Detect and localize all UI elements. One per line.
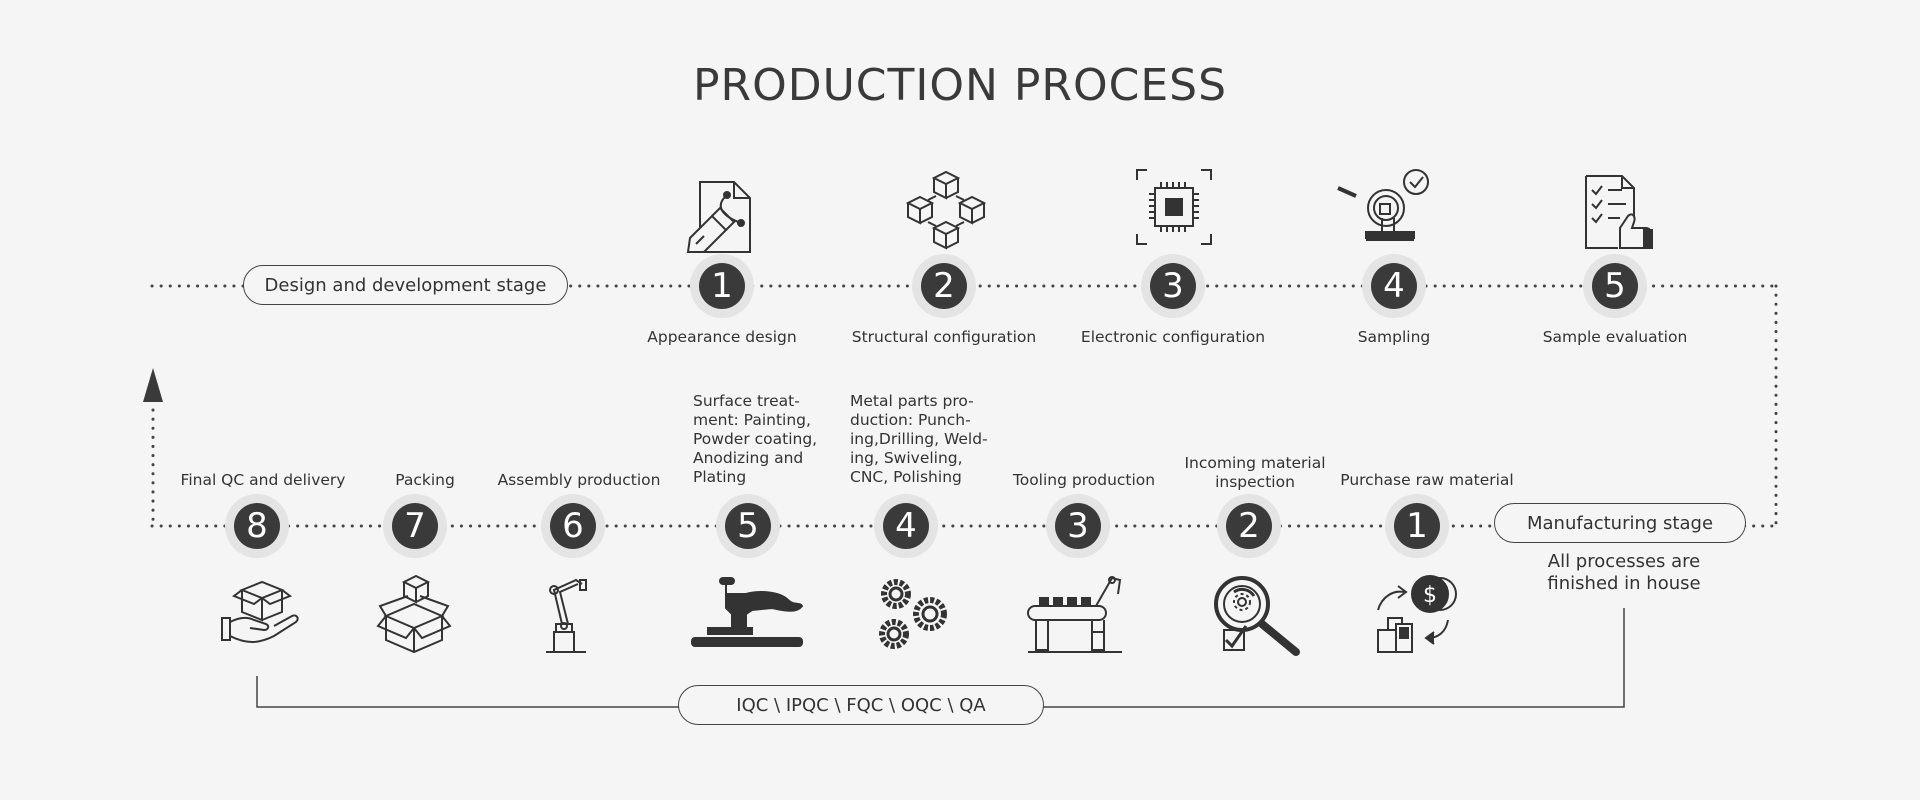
manufacturing-step-2: 2 [1217,494,1281,558]
step-number: 8 [234,503,280,549]
svg-text:$: $ [1423,583,1437,608]
manufacturing-step-6-label: Assembly production [497,471,661,489]
manufacturing-step-6: 6 [541,494,605,558]
step-number: 3 [1150,263,1196,309]
manufacturing-step-8-label: Final QC and delivery [180,471,346,489]
qc-label: IQC \ IPQC \ FQC \ OQC \ QA [736,694,986,716]
in-house-note-line-2: finished in house [1547,573,1701,594]
step-number: 4 [1371,263,1417,309]
manufacturing-step-2-label-line-1: Incoming material [1184,454,1326,472]
manufacturing-step-4: 4 [874,494,938,558]
in-house-note: All processes are finished in house [1520,551,1728,595]
manufacturing-step-5-label-line-3: Powder coating, [693,430,818,448]
step-number: 1 [1394,503,1440,549]
design-step-4: 4 [1362,254,1426,318]
up-arrow-icon [143,368,163,402]
manufacturing-step-5: 5 [716,494,780,558]
design-step-3: 3 [1141,254,1205,318]
chip-icon [1136,169,1212,245]
manufacturing-step-1: 1 [1385,494,1449,558]
manufacturing-step-4-label-line-3: ing,Drilling, Weld- [850,430,988,448]
design-step-1: 1 [690,254,754,318]
robot-arm-icon [546,578,587,653]
checklist-thumbs-up-icon [1585,175,1653,249]
manufacturing-step-5-label-line-4: Anodizing and [693,449,804,467]
step-number: 6 [550,503,596,549]
step-number: 4 [883,503,929,549]
hand-box-icon [221,580,299,643]
step-number: 2 [921,263,967,309]
manufacturing-step-7: 7 [383,494,447,558]
manufacturing-step-4-label-line-2: duction: Punch- [850,411,971,429]
manufacturing-step-5-label-line-2: ment: Painting, [693,411,811,429]
design-step-5: 5 [1583,254,1647,318]
gears-icon [879,579,947,649]
step-number: 1 [699,263,745,309]
manufacturing-step-4-label-line-5: CNC, Polishing [850,468,962,486]
step-number: 5 [1592,263,1638,309]
design-step-1-label: Appearance design [647,328,797,346]
manufacturing-step-3: 3 [1046,494,1110,558]
magnifier-sample-check-icon [1337,169,1429,241]
step-number: 7 [392,503,438,549]
design-stage-pill: Design and development stage [243,265,568,305]
box-icon [376,574,452,654]
manufacturing-step-4-label: Metal parts pro- duction: Punch- ing,Dri… [850,392,1000,487]
design-step-2: 2 [912,254,976,318]
design-step-4-label: Sampling [1357,328,1431,346]
manufacturing-step-5-label: Surface treat- ment: Painting, Powder co… [693,392,843,487]
manufacturing-step-5-label-line-1: Surface treat- [693,392,800,410]
pen-tool-document-icon [686,181,751,253]
purchase-materials-icon: $ [1377,575,1457,653]
manufacturing-stage-pill: Manufacturing stage [1494,503,1746,543]
manufacturing-step-1-label: Purchase raw material [1340,471,1514,489]
step-number: 2 [1226,503,1272,549]
qc-pill: IQC \ IPQC \ FQC \ OQC \ QA [678,685,1044,725]
in-house-note-line-1: All processes are [1547,551,1701,572]
manufacturing-step-8: 8 [225,494,289,558]
design-step-3-label: Electronic configuration [1080,328,1266,346]
inspection-magnifier-icon [1214,576,1300,656]
page-title: PRODUCTION PROCESS [692,60,1228,111]
design-step-2-label: Structural configuration [851,328,1037,346]
manufacturing-step-5-label-line-5: Plating [693,468,747,486]
cubes-structure-icon [906,170,986,250]
spray-gun-icon [691,577,804,647]
manufacturing-stage-label: Manufacturing stage [1526,512,1714,534]
manufacturing-step-2-label-line-2: inspection [1215,473,1295,491]
conveyor-robot-icon [1027,576,1122,653]
step-number: 3 [1055,503,1101,549]
design-step-5-label: Sample evaluation [1542,328,1688,346]
manufacturing-step-7-label: Packing [395,471,455,489]
design-stage-label: Design and development stage [264,274,547,296]
step-number: 5 [725,503,771,549]
manufacturing-step-4-label-line-1: Metal parts pro- [850,392,974,410]
manufacturing-step-2-label: Incoming material inspection [1149,454,1361,492]
manufacturing-step-4-label-line-4: ing, Swiveling, [850,449,963,467]
manufacturing-step-3-label: Tooling production [1012,471,1156,489]
